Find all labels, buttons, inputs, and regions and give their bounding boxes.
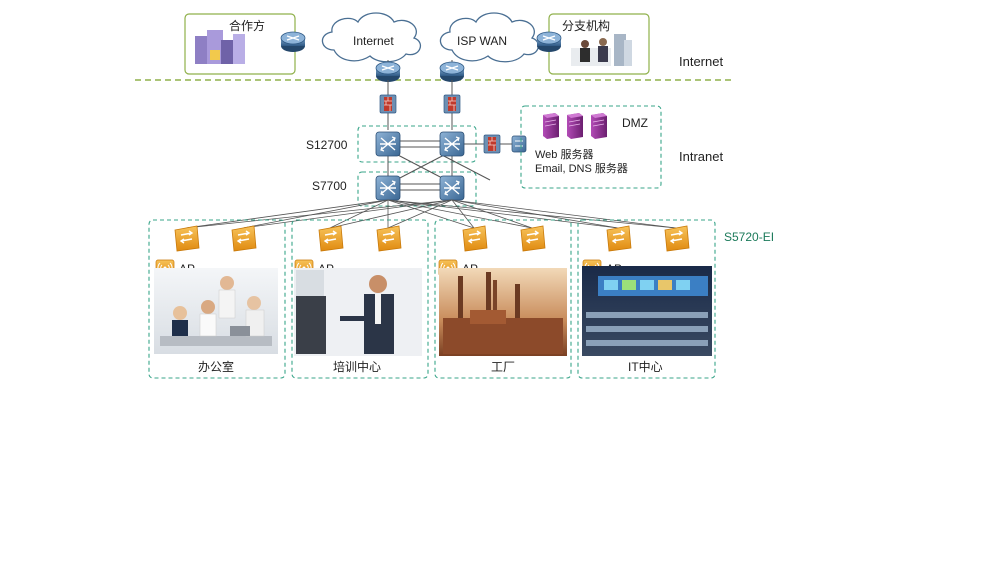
factory-switch-1-icon bbox=[462, 225, 488, 252]
s12700-cluster-box bbox=[357, 125, 477, 163]
access-uplinks bbox=[185, 199, 677, 229]
isp-wan-cloud-icon bbox=[439, 12, 540, 63]
partner-label: 合作方 bbox=[229, 18, 265, 33]
training-switch-2-icon bbox=[376, 225, 402, 252]
internet-cloud-icon bbox=[321, 12, 422, 63]
it-center-photo bbox=[582, 266, 712, 356]
internet-cloud-label: Internet bbox=[353, 34, 394, 48]
internet-edge-router-icon bbox=[375, 61, 401, 83]
firewall-right-icon bbox=[443, 94, 461, 114]
s5720-label: S5720-EI bbox=[724, 230, 774, 244]
office-buildings-image bbox=[195, 30, 245, 64]
partner-router-icon bbox=[280, 31, 306, 53]
s12700-switch-left-icon bbox=[375, 131, 401, 157]
s7700-label: S7700 bbox=[312, 179, 347, 193]
branch-label: 分支机构 bbox=[562, 18, 610, 33]
branch-office-image bbox=[571, 34, 632, 66]
s12700-label: S12700 bbox=[306, 138, 348, 152]
area-training-box bbox=[291, 219, 429, 379]
factory-switch-2-icon bbox=[520, 225, 546, 252]
isp-wan-cloud-label: ISP WAN bbox=[457, 34, 507, 48]
training-switch-1-icon bbox=[318, 225, 344, 252]
intranet-zone-label: Intranet bbox=[679, 149, 723, 164]
s7700-switch-right-icon bbox=[439, 175, 465, 201]
dmz-title: DMZ bbox=[622, 116, 648, 130]
factory-photo bbox=[439, 268, 567, 356]
branch-router-icon bbox=[536, 31, 562, 53]
s7700-switch-left-icon bbox=[375, 175, 401, 201]
dmz-server-3-icon bbox=[590, 112, 608, 140]
office-switch-1-icon bbox=[174, 225, 200, 252]
office-switch-2-icon bbox=[231, 225, 257, 252]
dmz-firewall-icon bbox=[483, 134, 501, 154]
dmz-box bbox=[520, 105, 662, 189]
s12700-switch-right-icon bbox=[439, 131, 465, 157]
internet-zone-label: Internet bbox=[679, 54, 723, 69]
dmz-email-dns-label: Email, DNS 服务器 bbox=[535, 162, 628, 175]
area-it-box bbox=[577, 219, 716, 379]
office-photo bbox=[154, 268, 278, 354]
area-office-label: 办公室 bbox=[198, 359, 234, 374]
it-switch-1-icon bbox=[606, 225, 632, 252]
isp-edge-router-icon bbox=[439, 61, 465, 83]
area-training-label: 培训中心 bbox=[333, 359, 381, 374]
dmz-switch-icon bbox=[511, 135, 527, 153]
it-switch-2-icon bbox=[664, 225, 690, 252]
area-factory-box bbox=[434, 219, 572, 379]
area-it-label: IT中心 bbox=[628, 359, 663, 374]
area-office-box bbox=[148, 219, 286, 379]
dmz-web-server-label: Web 服务器 bbox=[535, 148, 593, 161]
area-factory-label: 工厂 bbox=[491, 360, 515, 374]
dmz-server-1-icon bbox=[542, 112, 560, 140]
dmz-server-2-icon bbox=[566, 112, 584, 140]
training-photo bbox=[294, 268, 422, 356]
core-links bbox=[387, 140, 512, 191]
firewall-left-icon bbox=[379, 94, 397, 114]
